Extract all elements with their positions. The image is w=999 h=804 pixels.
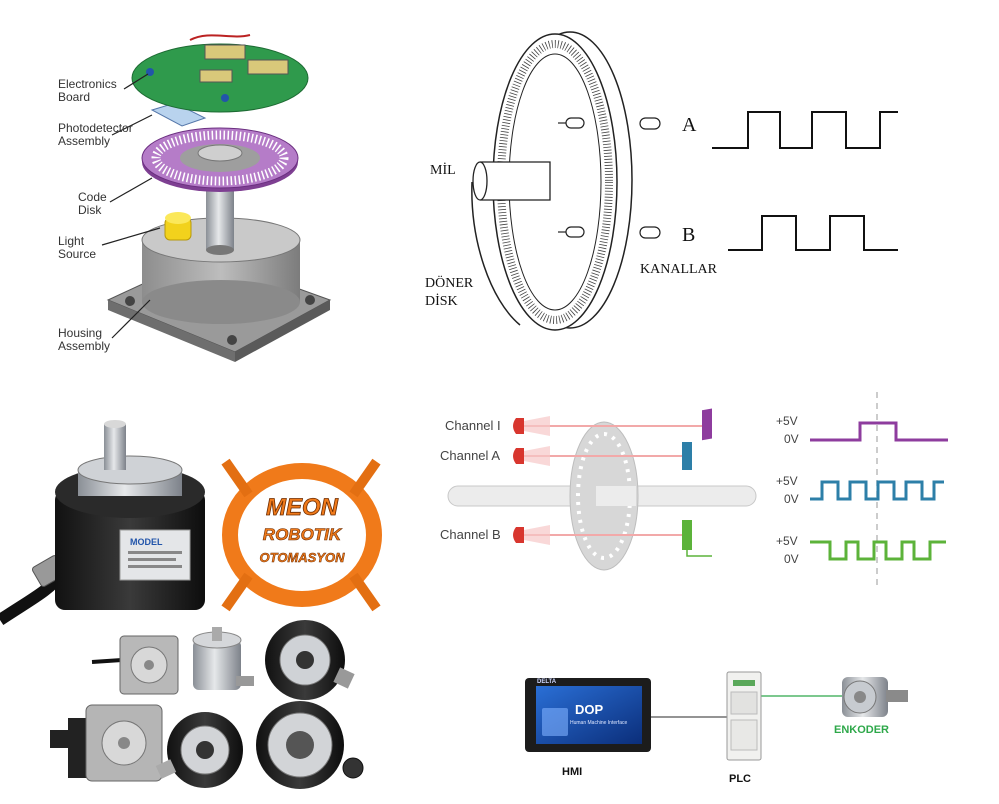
encoder-product-grid [50,620,364,789]
svg-text:0V: 0V [784,492,799,506]
robot-arm [349,572,381,612]
encoder-product [50,704,163,782]
led-channel-i [513,418,524,434]
waveform-channel-b [810,540,946,561]
logo-line1: MEON [266,494,339,521]
mount-hole [305,295,315,305]
sensor-channel-a [682,442,692,470]
system-diagram: DELTA DOP Human Machine Interface HMI PL… [525,671,908,785]
svg-text:+5V: +5V [776,474,798,488]
high-label: +5V [776,414,798,428]
waveform-channel-a [810,480,944,501]
receiver-b [639,226,661,239]
channel-a-label: A [682,114,697,136]
encoder-label: ENKODER [834,724,889,736]
robot-arm [221,572,253,612]
label-light-source: Light [58,234,85,248]
hmi-screen-title: DOP [575,702,604,717]
shaft-mil [480,161,551,201]
channel-b-label-optical: Channel B [440,527,501,542]
encoder-product [155,712,243,788]
emitter-b [565,226,585,238]
emitter-a [565,117,585,129]
logo-line3: OTOMASYON [260,550,346,565]
logo-line2: ROBOTIK [263,525,343,544]
hmi-label: HMI [562,766,582,778]
mount-hole [227,335,237,345]
mount-hole [125,296,135,306]
label-electronics-board: Electronics [58,77,117,91]
label-code-disk: Code [78,190,107,204]
robot-arm [221,458,253,498]
channel-a-label-optical: Channel A [440,448,500,463]
label-housing: Housing [58,326,102,340]
robot-arm [349,458,381,498]
encoder-product [91,635,179,695]
shaft-label: MİL [430,162,456,178]
disk-label: DÖNER [425,274,474,291]
encoder-shaft [104,424,126,470]
svg-text:MODEL: MODEL [130,537,163,547]
encoder-product [256,701,364,789]
waveform-a [712,111,898,149]
waveform-channel-i [810,421,948,442]
channels-label: KANALLAR [640,262,718,277]
receiver-a [639,117,661,130]
svg-text:0V: 0V [784,552,799,566]
plc-label: PLC [729,773,751,785]
encoder-product [192,627,254,690]
encoder-product [265,620,355,700]
hmi-hand-icon [542,708,568,736]
waveform-b [728,215,898,251]
encoder-photo: MODEL [0,420,205,625]
label-photodetector: Photodetector [58,121,133,135]
channel-i-label: Channel I [445,418,501,433]
led-channel-b [513,527,524,543]
svg-text:Human Machine Interface: Human Machine Interface [570,720,627,726]
meon-logo: MEON ROBOTIK OTOMASYON [221,458,382,612]
low-label: 0V [784,432,799,446]
sensor-channel-b [682,520,692,550]
svg-text:DELTA: DELTA [537,679,557,685]
optical-channel-diagram: Channel I Channel A Channel B +5V 0V +5V… [440,392,948,585]
led-channel-a [513,448,524,464]
svg-text:+5V: +5V [776,534,798,548]
sensor-channel-i [702,408,712,441]
logo-ring [222,463,382,607]
encoder-model-sticker [119,529,191,581]
channel-b-label: B [682,224,695,246]
